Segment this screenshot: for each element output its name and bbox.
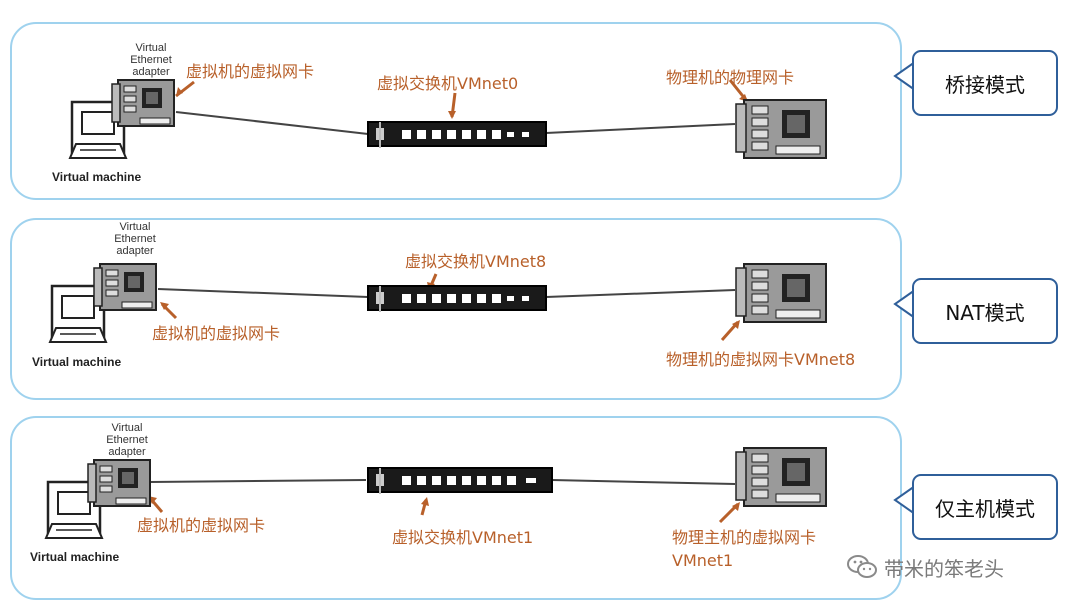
wechat-icon <box>847 555 877 578</box>
network-switch-icon <box>367 121 547 148</box>
mode-label-nat: NAT模式 <box>912 278 1058 344</box>
adapter-caption-line: Ethernet <box>114 233 156 245</box>
virtual-machine-label: Virtual machine <box>30 550 120 564</box>
mode-label-bridge: 桥接模式 <box>912 50 1058 116</box>
host-nic-label: 物理主机的虚拟网卡 <box>672 528 817 547</box>
virtual-switch-label: 虚拟交换机VMnet1 <box>392 528 534 547</box>
virtual-nic-label: 虚拟机的虚拟网卡 <box>186 62 315 81</box>
adapter-caption: Virtual Ethernet adapter <box>104 221 166 257</box>
network-switch-icon <box>367 285 547 312</box>
adapter-caption: Virtual Ethernet adapter <box>120 42 182 78</box>
host-nic-label-line2: VMnet1 <box>672 551 734 570</box>
network-card-icon <box>735 99 827 159</box>
network-card-icon <box>735 447 827 507</box>
network-card-icon <box>111 79 175 127</box>
virtual-nic-label: 虚拟机的虚拟网卡 <box>152 324 281 343</box>
network-switch-icon <box>367 467 553 494</box>
network-card-icon <box>735 263 827 323</box>
virtual-nic-label: 虚拟机的虚拟网卡 <box>137 516 266 535</box>
virtual-machine-label: Virtual machine <box>52 170 142 184</box>
virtual-switch-label: 虚拟交换机VMnet8 <box>405 252 547 271</box>
network-card-icon <box>87 459 151 507</box>
adapter-caption-line: adapter <box>132 66 170 78</box>
mode-callout-pointer <box>893 289 916 319</box>
mode-callout-pointer <box>893 61 916 91</box>
adapter-caption-line: Ethernet <box>106 434 148 446</box>
virtual-machine-label: Virtual machine <box>32 355 122 369</box>
watermark: 带米的笨老头 <box>884 557 1004 581</box>
adapter-caption: Virtual Ethernet adapter <box>96 422 158 458</box>
mode-label-host-only: 仅主机模式 <box>912 474 1058 540</box>
adapter-caption-line: adapter <box>108 446 146 458</box>
adapter-caption-line: adapter <box>116 245 154 257</box>
adapter-caption-line: Virtual <box>111 422 143 434</box>
mode-callout-pointer <box>893 485 916 515</box>
host-nic-label: 物理机的虚拟网卡VMnet8 <box>666 350 856 369</box>
network-card-icon <box>93 263 157 311</box>
host-nic-label: 物理机的物理网卡 <box>666 68 795 87</box>
virtual-switch-label: 虚拟交换机VMnet0 <box>377 74 519 93</box>
adapter-caption-line: Virtual <box>119 221 151 233</box>
adapter-caption-line: Ethernet <box>130 54 172 66</box>
adapter-caption-line: Virtual <box>135 42 167 54</box>
